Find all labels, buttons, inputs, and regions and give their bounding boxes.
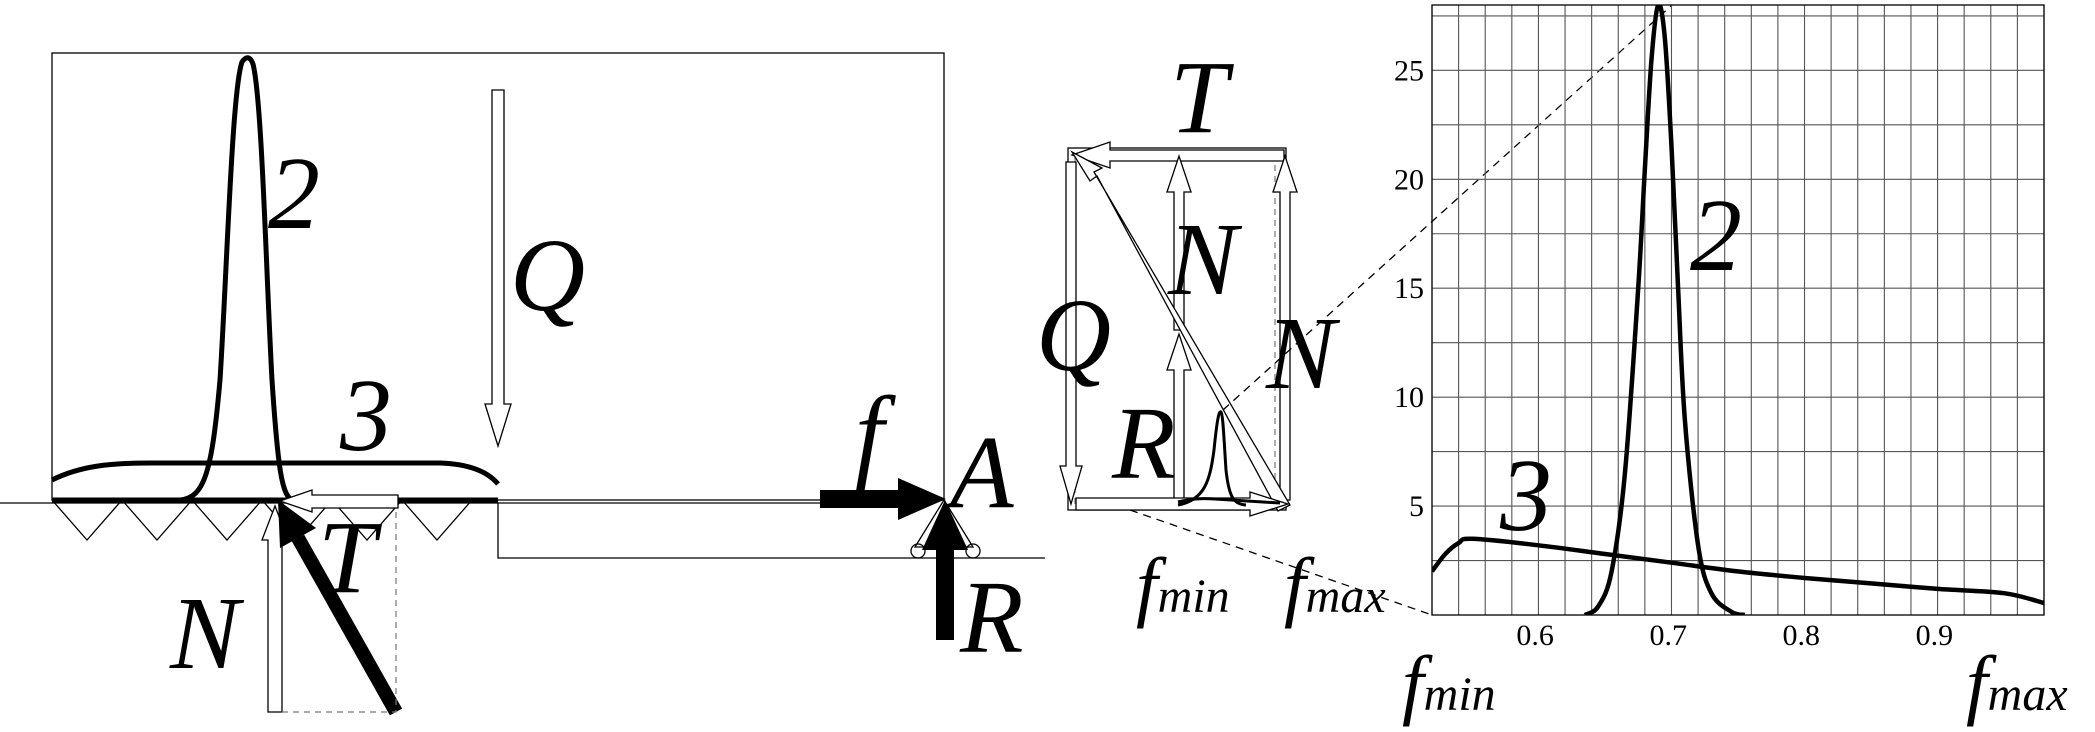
chart-grid — [1431, 5, 2045, 615]
label-N-polygon-right: N — [1265, 296, 1341, 411]
force-R-shaft — [936, 548, 954, 640]
polygon-Q-arrow — [1059, 161, 1083, 507]
label-R-left: R — [959, 560, 1024, 675]
label-R-polygon: R — [1111, 386, 1176, 501]
curve-flat-distribution — [50, 460, 500, 486]
chart-x-label-fmax: fmax — [1966, 640, 2068, 727]
x-tick-label: 0.9 — [1916, 619, 1954, 652]
label-fmax-polygon: fmax — [1284, 542, 1386, 629]
force-resultant-head — [278, 500, 316, 548]
y-tick-label: 15 — [1394, 272, 1424, 305]
chart-x-label-fmin: fmin — [1402, 640, 1496, 727]
roller-support — [913, 498, 975, 548]
force-f-head — [898, 478, 946, 520]
label-T-polygon: T — [1170, 40, 1234, 155]
chart-series-label-2: 2 — [1690, 178, 1742, 293]
label-Q-polygon: Q — [1036, 278, 1111, 393]
label-Q-left: Q — [510, 218, 585, 333]
force-Q-arrow — [484, 89, 512, 449]
polygon-N-arrow-right — [1272, 153, 1298, 501]
chart-series — [1432, 5, 2044, 615]
force-R-head — [922, 500, 968, 550]
inset-curve-3 — [1177, 497, 1281, 505]
force-T-arrow — [278, 489, 399, 513]
label-N-left: N — [169, 576, 245, 691]
zoom-line-bottom — [1129, 509, 1433, 616]
force-polygon: T Q N N R fmin fmax — [1036, 4, 1673, 629]
x-tick-label: 0.7 — [1649, 619, 1687, 652]
label-N-polygon-inner: N — [1167, 202, 1243, 317]
series-line-2 — [1583, 5, 1746, 615]
label-A: A — [944, 415, 1014, 530]
label-curve-3-left: 3 — [339, 358, 392, 473]
label-T-left: T — [318, 500, 382, 615]
y-tick-label: 10 — [1394, 381, 1424, 414]
body-assembly: 2 3 Q T N f A R — [0, 52, 1045, 716]
chart-series-label-3: 3 — [1499, 438, 1552, 553]
step-outline — [497, 503, 1045, 559]
x-tick-label: 0.6 — [1516, 619, 1554, 652]
polygon-N-arrow-upper — [1166, 153, 1192, 331]
force-components-dashed — [282, 508, 397, 713]
curve-peak-distribution — [179, 55, 294, 503]
roller-wheel-right — [965, 543, 981, 559]
chart-series-labels: 23 — [1499, 178, 1742, 553]
series-line-3 — [1432, 536, 2044, 606]
chart-tick-labels: 0.6 0.7 0.8 0.9 5 10 15 20 25 — [1394, 54, 1953, 652]
force-f-shaft — [820, 490, 900, 508]
roller-wheel-left — [910, 543, 926, 559]
inset-curve-2 — [1177, 410, 1247, 507]
x-tick-label: 0.8 — [1783, 619, 1821, 652]
polygon-N-arrow-lower — [1166, 331, 1192, 501]
y-tick-label: 20 — [1394, 163, 1424, 196]
label-f: f — [855, 376, 896, 491]
polygon-diagonal-arrow — [1070, 150, 1291, 512]
zoom-line-top — [1222, 4, 1673, 411]
y-tick-label: 5 — [1409, 490, 1424, 523]
label-curve-2-left: 2 — [268, 136, 320, 251]
y-tick-label: 25 — [1394, 54, 1424, 87]
label-fmin-polygon: fmin — [1136, 542, 1230, 629]
force-resultant-shaft — [291, 534, 403, 716]
